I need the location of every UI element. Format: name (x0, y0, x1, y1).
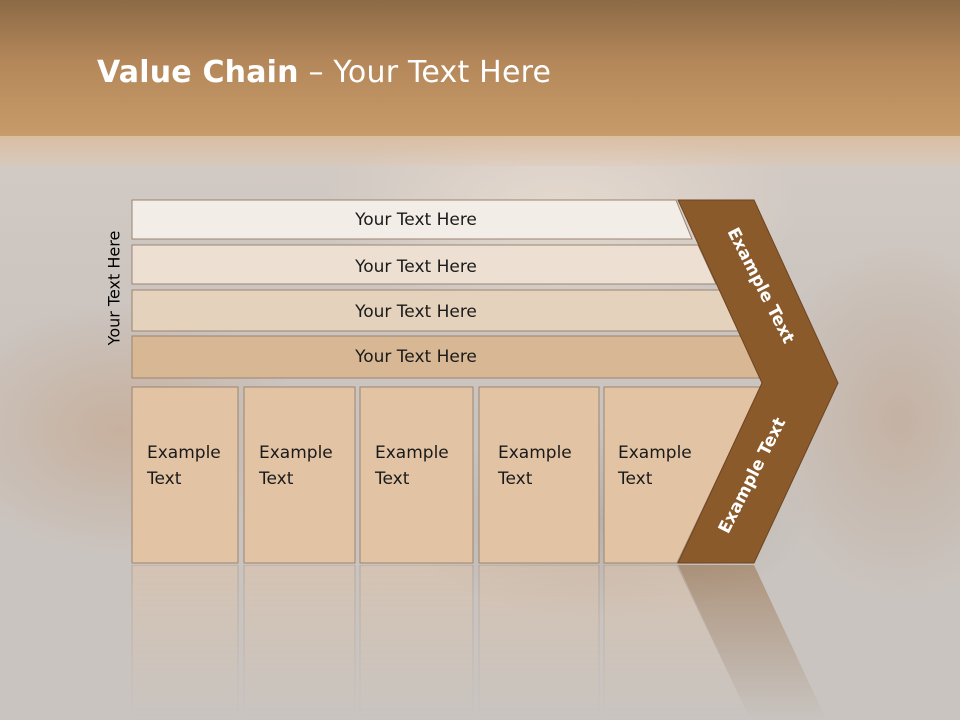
primary-box-line1: Example (147, 443, 221, 463)
primary-box-5: Example Text (603, 386, 762, 564)
primary-box-shape (243, 386, 356, 564)
primary-box-line1: Example (375, 443, 449, 463)
slide-title: Value Chain – Your Text Here (97, 55, 551, 90)
primary-box-line1: Example (498, 443, 572, 463)
title-bar (0, 0, 960, 136)
primary-box-3: Example Text (359, 386, 474, 564)
primary-box-line2: Text (497, 469, 533, 489)
support-row-shape (131, 199, 693, 240)
support-row-shape (131, 244, 717, 285)
primary-box-shape (478, 386, 600, 564)
support-row-label: Your Text Here (354, 257, 477, 277)
primary-box-line2: Text (258, 469, 294, 489)
primary-box-line1: Example (259, 443, 333, 463)
support-row-3: Your Text Here (131, 289, 740, 332)
margin-chevron-shape (677, 199, 839, 564)
primary-box-2: Example Text (243, 386, 356, 564)
support-row-label: Your Text Here (354, 347, 477, 367)
primary-box-line1: Example (618, 443, 692, 463)
support-row-4: Your Text Here (131, 335, 764, 379)
primary-box-4: Example Text (478, 386, 600, 564)
diagram-reflection (131, 564, 827, 720)
primary-box-line2: Text (374, 469, 410, 489)
primary-box-shape (603, 386, 762, 564)
title-underband (0, 136, 960, 166)
title-rest: – Your Text Here (298, 55, 552, 90)
primary-box-line2: Text (617, 469, 653, 489)
title-bold: Value Chain (97, 55, 299, 90)
primary-box-shape (359, 386, 474, 564)
primary-box-shape (131, 386, 239, 564)
support-row-1: Your Text Here (131, 199, 693, 240)
support-row-2: Your Text Here (131, 244, 717, 285)
support-row-label: Your Text Here (354, 302, 477, 322)
primary-box-1: Example Text (131, 386, 239, 564)
support-row-label: Your Text Here (354, 210, 477, 230)
primary-box-line2: Text (146, 469, 182, 489)
